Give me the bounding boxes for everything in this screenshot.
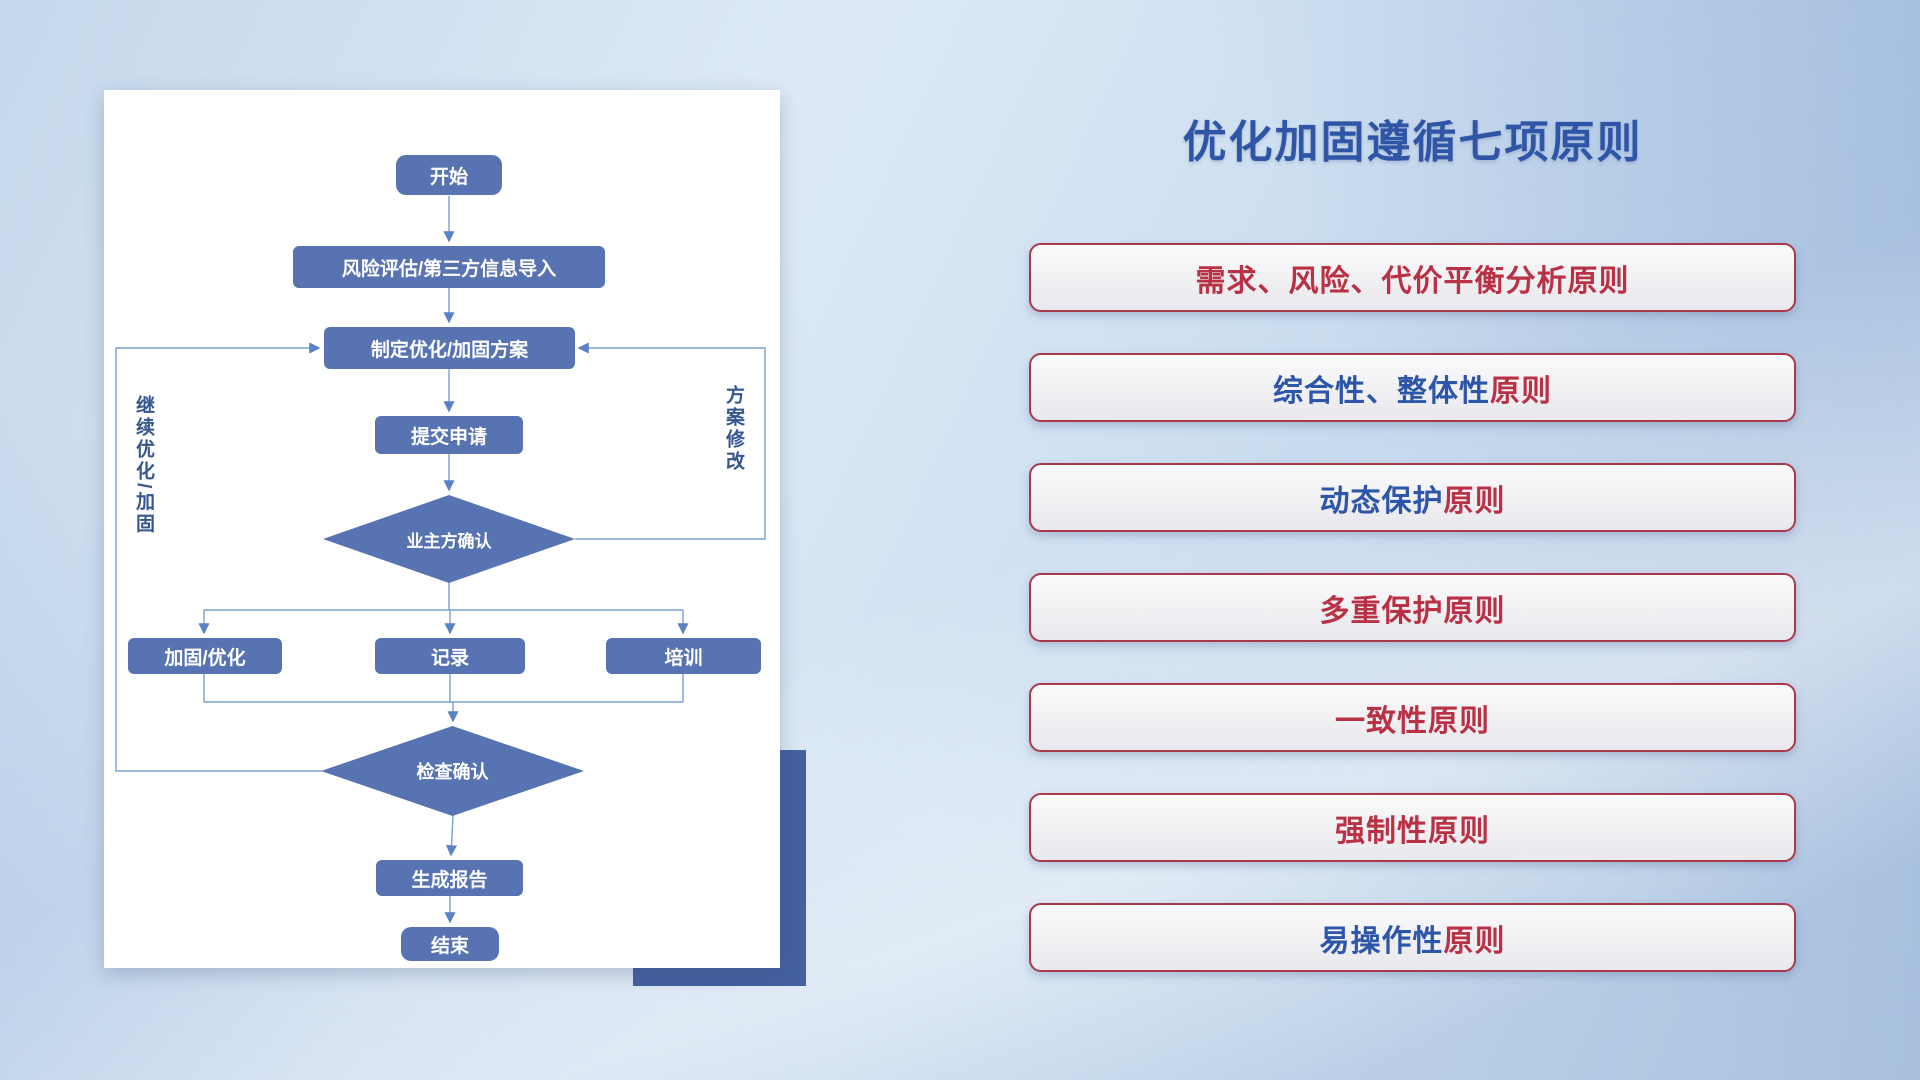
principle-4-suffix: 原则 [1443, 594, 1506, 628]
principle-4-main: 多重保护 [1319, 594, 1444, 628]
principle-6-suffix: 原则 [1428, 814, 1490, 848]
principle-1-suffix: 原则 [1567, 264, 1630, 298]
flow-node-make-plan: 制定优化/加固方案 [324, 327, 575, 369]
principle-2-main: 综合性、整体性 [1273, 374, 1490, 408]
principle-item-7: 易操作性原则 [1029, 903, 1796, 972]
page-title: 优化加固遵循七项原则 [1182, 118, 1643, 167]
flowchart-card: 开始 风险评估/第三方信息导入 制定优化/加固方案 提交申请 业主方确认 加固/… [104, 90, 780, 968]
flow-node-start: 开始 [396, 155, 502, 195]
flowchart-connectors [115, 196, 766, 924]
flow-node-risk-import: 风险评估/第三方信息导入 [293, 246, 605, 288]
principle-item-4: 多重保护原则 [1029, 573, 1796, 642]
flow-node-record: 记录 [375, 638, 525, 674]
principle-6-main: 强制性 [1335, 814, 1428, 848]
principle-7-main: 易操作性 [1319, 924, 1444, 958]
flow-node-submit: 提交申请 [375, 416, 523, 454]
flow-node-report: 生成报告 [376, 860, 523, 896]
principles-list: 需求、风险、代价平衡分析原则 综合性、整体性原则 动态保护原则 多重保护原则 一… [1029, 243, 1796, 972]
flow-loop-label-continue-optimize: 继续优化/加固 [133, 395, 154, 536]
flow-node-end: 结束 [401, 927, 499, 961]
principle-item-3: 动态保护原则 [1029, 463, 1796, 532]
principle-5-main: 一致性 [1335, 704, 1428, 738]
principle-5-suffix: 原则 [1428, 704, 1490, 738]
flow-loop-label-plan-revise: 方案修改 [723, 385, 744, 473]
principle-item-1: 需求、风险、代价平衡分析原则 [1029, 243, 1796, 312]
principle-item-5: 一致性原则 [1029, 683, 1796, 752]
flow-node-training: 培训 [606, 638, 761, 674]
principle-3-suffix: 原则 [1443, 484, 1506, 518]
principle-7-suffix: 原则 [1443, 924, 1506, 958]
principle-3-main: 动态保护 [1319, 484, 1444, 518]
principle-1-main: 需求、风险、代价平衡分析 [1195, 264, 1568, 298]
principle-item-2: 综合性、整体性原则 [1029, 353, 1796, 422]
principle-2-suffix: 原则 [1490, 374, 1552, 408]
flow-node-harden-optimize: 加固/优化 [128, 638, 282, 674]
principle-item-6: 强制性原则 [1029, 793, 1796, 862]
